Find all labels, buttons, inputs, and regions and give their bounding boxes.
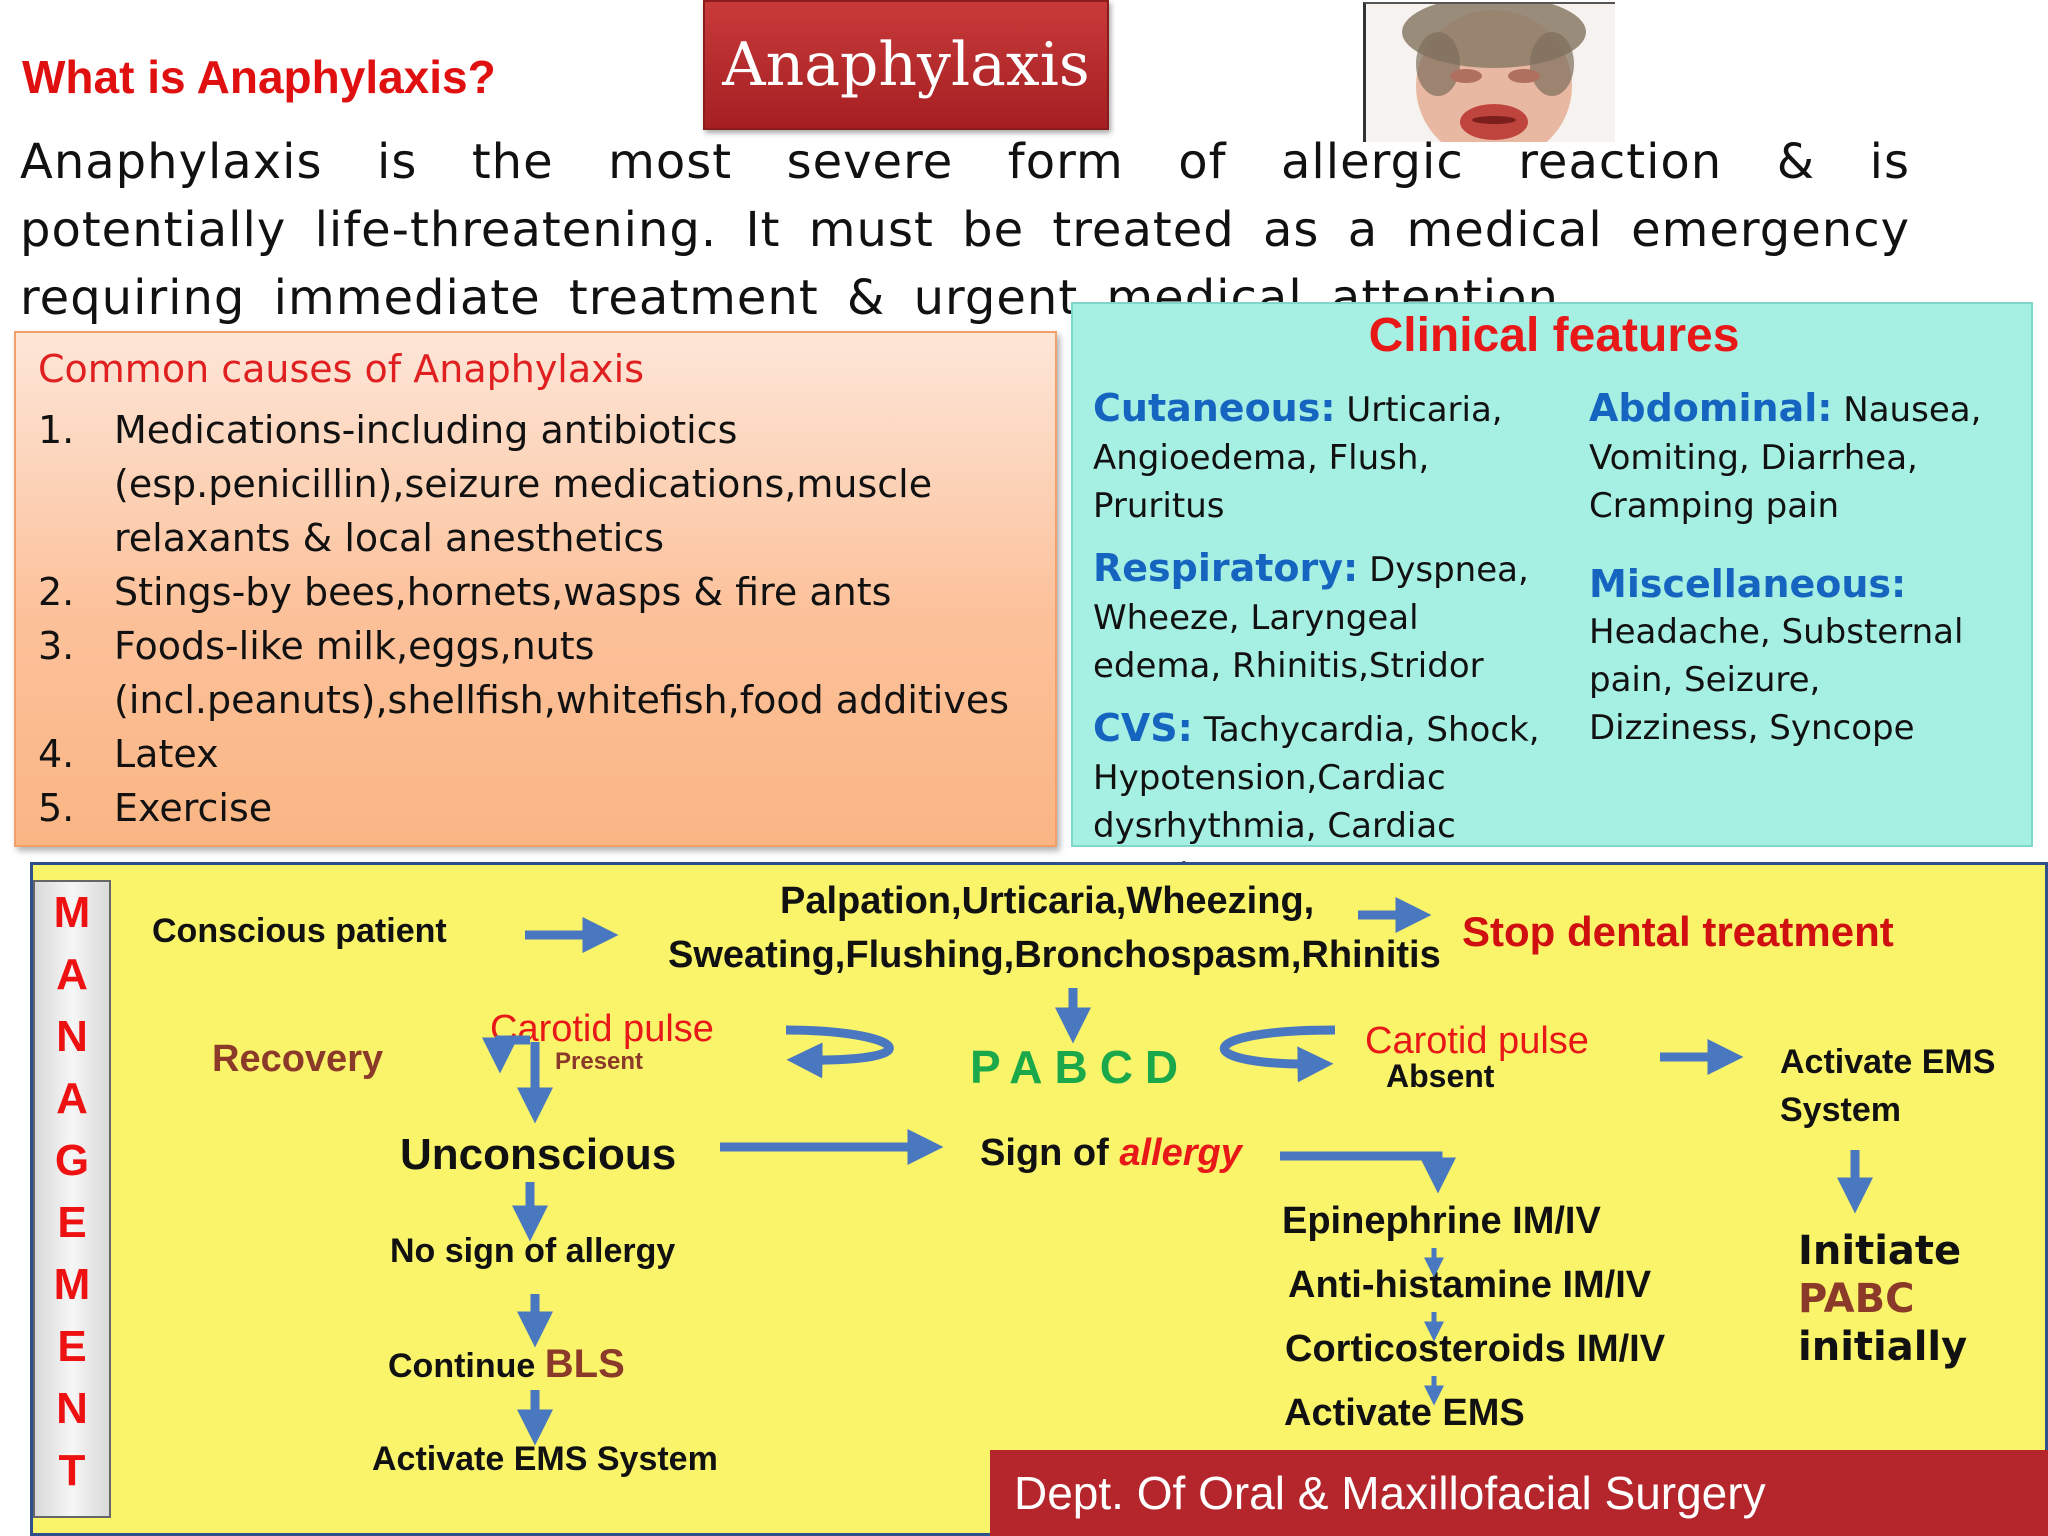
initially-label: initially (1798, 1324, 1968, 1370)
respiratory-block: Respiratory: Dyspnea, Wheeze, Laryngeal … (1093, 546, 1529, 686)
cause-item: 1.Medications-including antibiotics (esp… (38, 408, 933, 560)
cause-item: 2.Stings-by bees,hornets,wasps & fire an… (38, 570, 892, 614)
causes-title: Common causes of Anaphylaxis (38, 347, 644, 391)
symptoms-line-2: Sweating,Flushing,Bronchospasm,Rhinitis (668, 934, 1441, 976)
unconscious-node: Unconscious (400, 1130, 677, 1179)
no-sign-of-allergy-node: No sign of allergy (390, 1232, 676, 1270)
activate-ems-system-node: Activate EMS System (1780, 1043, 1996, 1129)
pabcd-node: PABCD (970, 1041, 1191, 1093)
side-letter: N (56, 1384, 88, 1433)
side-letter: E (57, 1322, 87, 1371)
side-letter: T (58, 1446, 86, 1495)
symptoms-line-1: Palpation,Urticaria,Wheezing, (780, 880, 1315, 922)
conscious-patient-node: Conscious patient (152, 912, 447, 950)
what-is-heading: What is Anaphylaxis? (22, 51, 496, 103)
management-side-label: M A N A G E M E N T (33, 880, 111, 1518)
side-letter: E (57, 1198, 87, 1247)
sign-of-allergy-node: Sign of allergy (980, 1132, 1242, 1174)
side-letter: A (56, 1074, 88, 1123)
miscellaneous-block: Miscellaneous:Headache, Substernal pain,… (1589, 562, 1964, 748)
slide-title: Anaphylaxis (703, 0, 1109, 130)
absent-label: Absent (1386, 1058, 1495, 1094)
activate-ems-system-node-2: Activate EMS System (372, 1440, 718, 1478)
epinephrine-step: Epinephrine IM/IV (1282, 1200, 1601, 1242)
cause-item: 5.Exercise (38, 786, 273, 830)
side-letter: A (56, 950, 88, 999)
abdominal-block: Abdominal: Nausea, Vomiting, Diarrhea, C… (1589, 386, 1982, 526)
corticosteroids-step: Corticosteroids IM/IV (1285, 1328, 1666, 1370)
side-letter: G (54, 1136, 90, 1185)
initiate-label: Initiate (1798, 1228, 1962, 1274)
side-letter: M (53, 888, 91, 937)
continue-bls-node: Continue BLS (388, 1342, 625, 1386)
intro-paragraph: Anaphylaxis is the most severe form of a… (20, 134, 1910, 326)
carotid-pulse-present-label: Carotid pulse (490, 1008, 714, 1050)
side-letter: N (56, 1012, 88, 1061)
recovery-node: Recovery (212, 1038, 384, 1080)
cause-item: 4.Latex (38, 732, 219, 776)
cutaneous-block: Cutaneous: Urticaria, Angioedema, Flush,… (1093, 386, 1503, 526)
pabc-label: PABC (1798, 1276, 1915, 1322)
activate-ems-step: Activate EMS (1284, 1392, 1525, 1434)
present-label: Present (555, 1048, 644, 1075)
clinical-features-panel: Clinical features Cutaneous: Urticaria, … (1071, 302, 2033, 894)
carotid-pulse-absent-label: Carotid pulse (1365, 1020, 1589, 1062)
patient-face-photo (1363, 2, 1615, 142)
side-letter: M (53, 1260, 91, 1309)
management-flowchart: M A N A G E M E N T (30, 862, 2048, 1536)
antihistamine-step: Anti-histamine IM/IV (1288, 1264, 1652, 1306)
cause-item: 3.Foods-like milk,eggs,nuts (incl.peanut… (38, 624, 1010, 722)
footer-department-bar: Dept. Of Oral & Maxillofacial Surgery (990, 1450, 2048, 1536)
clinical-title: Clinical features (1368, 309, 1740, 362)
stop-dental-treatment: Stop dental treatment (1462, 908, 1894, 955)
causes-panel: Common causes of Anaphylaxis 1.Medicatio… (14, 331, 1057, 847)
